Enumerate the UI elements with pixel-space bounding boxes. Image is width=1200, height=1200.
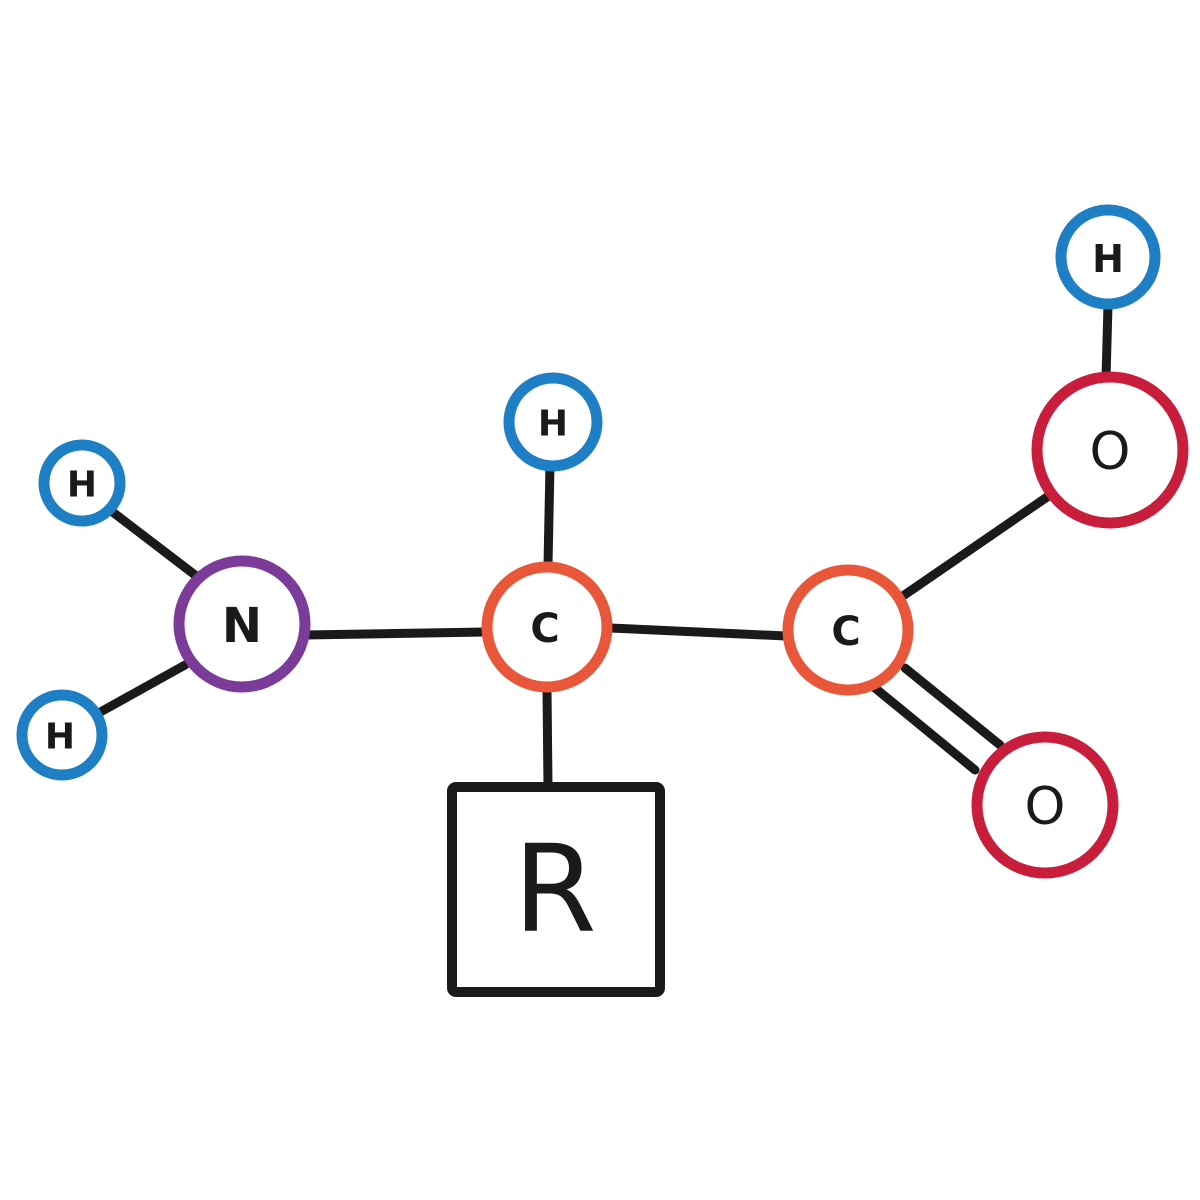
bonds <box>90 300 1113 792</box>
atom-h-amine-bottom: H <box>16 689 108 781</box>
atom-label: O <box>1025 777 1066 837</box>
bond-calpha-r <box>542 685 553 792</box>
bond-o-h <box>1101 300 1113 383</box>
atom-h-hydroxyl: H <box>1055 204 1161 310</box>
atom-label: H <box>45 717 75 758</box>
bond-c-o-double-2 <box>900 663 1005 750</box>
atom-label: C <box>831 609 860 655</box>
atom-label: C <box>530 606 559 652</box>
bond-c-o-single <box>895 490 1055 603</box>
bond-c-o-double-1 <box>870 683 980 775</box>
r-group-box <box>447 782 665 997</box>
r-group-label: R <box>513 821 596 960</box>
atom-nitrogen: N <box>173 555 311 693</box>
atom-label: H <box>1092 237 1124 281</box>
atom-label: N <box>222 598 262 654</box>
bond-calpha-c <box>605 623 791 641</box>
atom-label: O <box>1090 422 1131 482</box>
bond-n-calpha <box>300 627 490 640</box>
atom-h-alpha: H <box>503 372 603 472</box>
atom-label: H <box>538 404 568 445</box>
bond-calpha-h <box>543 460 555 570</box>
atom-c-carboxyl: C <box>782 564 914 696</box>
atom-o-hydroxyl: O <box>1031 371 1189 529</box>
bond-h-n-bottom <box>90 660 190 720</box>
atom-o-carbonyl: O <box>971 731 1119 879</box>
atom-label: H <box>67 465 97 506</box>
atom-c-alpha: C <box>481 561 613 693</box>
atom-h-amine-top: H <box>38 439 126 527</box>
bond-h-n-top <box>105 505 200 580</box>
